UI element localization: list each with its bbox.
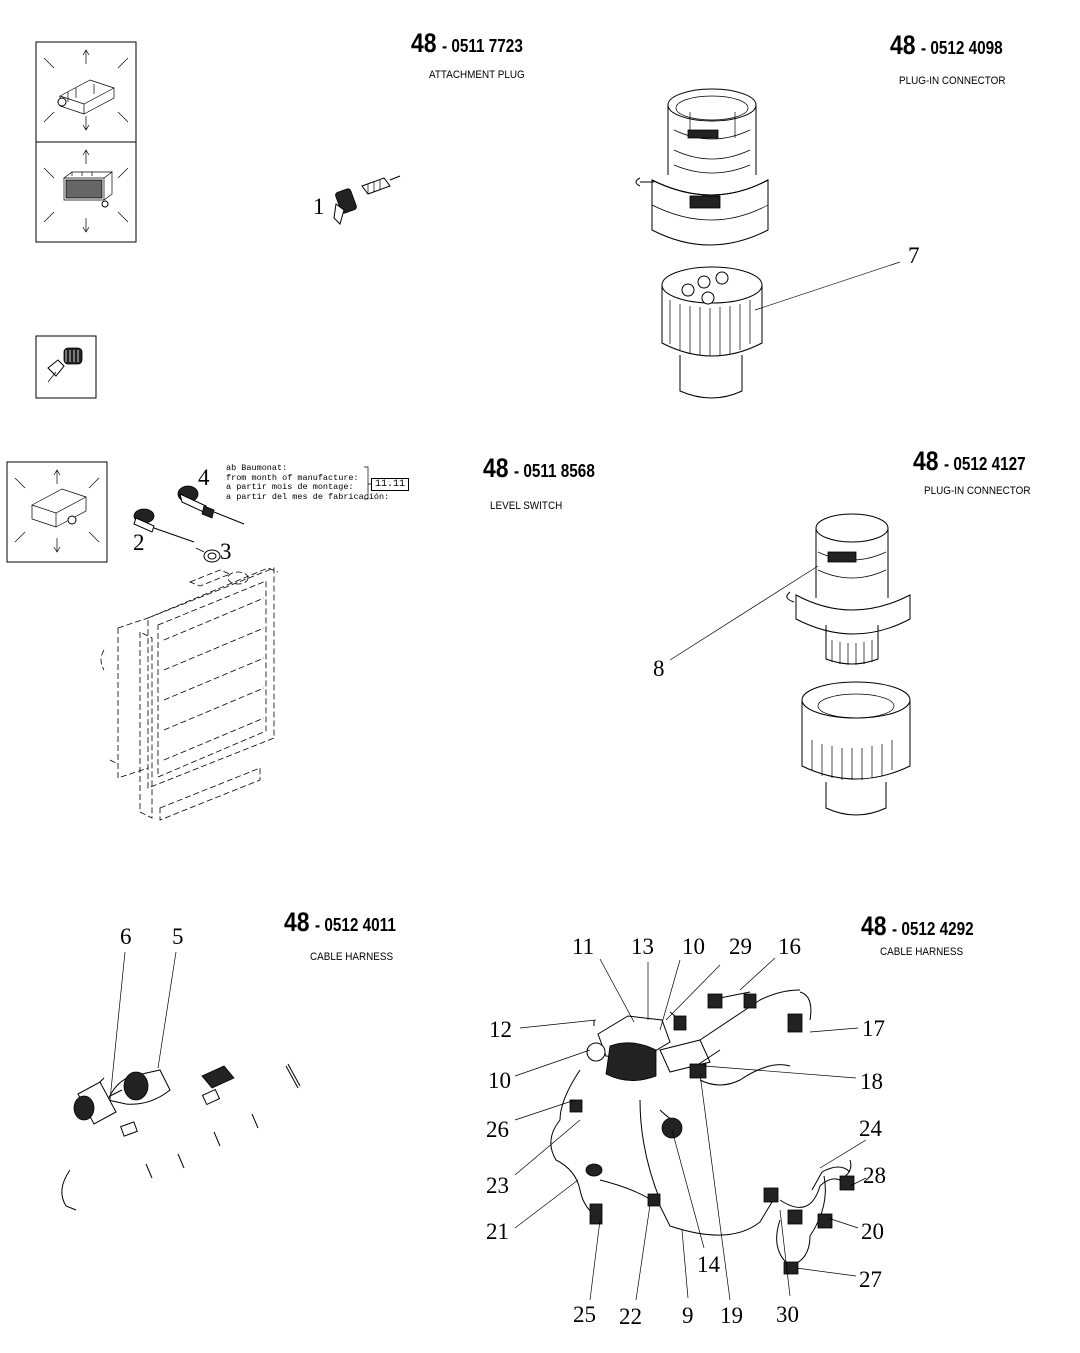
callout-18: 18 <box>860 1069 883 1094</box>
section-title: CABLE HARNESS <box>880 946 964 958</box>
callout-23: 23 <box>486 1173 509 1198</box>
level-switch-parts-drawing <box>133 485 245 563</box>
section-part-number: - 0511 7723 <box>441 36 523 56</box>
section-header-cable-harness-1: 48 - 0512 4011 <box>284 907 410 938</box>
section-header-attachment-plug: 48 - 0511 7723 <box>411 28 537 59</box>
section-header-level-switch: 48 - 0511 8568 <box>483 453 609 484</box>
level-switch-thumbnail <box>6 461 108 563</box>
callout-3: 3 <box>220 539 232 564</box>
section-title: CABLE HARNESS <box>310 951 394 963</box>
section-part-number: - 0512 4127 <box>943 454 1026 474</box>
callout-8: 8 <box>653 656 665 681</box>
callout-25: 25 <box>573 1302 596 1327</box>
callout-10-left: 10 <box>488 1068 511 1093</box>
section-title: ATTACHMENT PLUG <box>429 69 525 81</box>
leader-lines <box>109 261 901 1301</box>
section-header-plug-in-connector-2: 48 - 0512 4127 <box>913 446 1040 477</box>
section-prefix: 48 <box>913 446 939 476</box>
callout-6: 6 <box>120 924 132 949</box>
section-prefix: 48 <box>483 453 509 483</box>
orientation-thumbnail-middle <box>35 141 137 243</box>
callout-2: 2 <box>133 530 145 555</box>
callout-9: 9 <box>682 1303 694 1328</box>
callout-27: 27 <box>859 1267 882 1292</box>
manufacture-date-note: ab Baumonat: from month of manufacture: … <box>226 463 390 502</box>
callout-13: 13 <box>631 934 654 959</box>
callout-11: 11 <box>572 934 595 959</box>
callout-16: 16 <box>778 934 801 959</box>
section-prefix: 48 <box>861 911 887 941</box>
plug-in-connector-7-drawing <box>635 88 769 399</box>
section-title: LEVEL SWITCH <box>490 500 563 512</box>
callout-26: 26 <box>486 1117 509 1142</box>
attachment-plug-thumbnail <box>35 335 97 399</box>
callout-12: 12 <box>489 1017 512 1042</box>
plug-in-connector-8-drawing <box>786 513 911 816</box>
attachment-plug-drawing <box>333 175 401 225</box>
callout-5: 5 <box>172 924 184 949</box>
callout-30: 30 <box>776 1302 799 1327</box>
callout-19: 19 <box>720 1303 743 1328</box>
radiator-drawing <box>100 567 279 821</box>
section-header-cable-harness-2: 48 - 0512 4292 <box>861 911 988 942</box>
section-prefix: 48 <box>890 30 916 60</box>
callout-1: 1 <box>313 194 325 219</box>
section-part-number: - 0512 4098 <box>920 38 1003 58</box>
callout-17: 17 <box>862 1016 885 1041</box>
callout-14: 14 <box>697 1252 720 1277</box>
callout-28: 28 <box>863 1163 886 1188</box>
section-prefix: 48 <box>411 28 437 58</box>
callout-22: 22 <box>619 1304 642 1329</box>
callout-4: 4 <box>198 465 210 490</box>
section-title: PLUG-IN CONNECTOR <box>899 75 1006 87</box>
section-part-number: - 0512 4011 <box>314 915 396 935</box>
section-title: PLUG-IN CONNECTOR <box>924 485 1031 497</box>
callout-29: 29 <box>729 934 752 959</box>
callout-10-top: 10 <box>682 934 705 959</box>
section-part-number: - 0511 8568 <box>513 461 595 481</box>
cable-harness-5-6-drawing <box>61 1043 301 1211</box>
callout-24: 24 <box>859 1116 882 1141</box>
section-prefix: 48 <box>284 907 310 937</box>
cable-harness-main-drawing <box>550 989 855 1275</box>
manufacture-date-box: 11.11 <box>371 478 410 491</box>
callout-21: 21 <box>486 1219 509 1244</box>
callout-20: 20 <box>861 1219 884 1244</box>
callout-7: 7 <box>908 243 920 268</box>
section-header-plug-in-connector-1: 48 - 0512 4098 <box>890 30 1017 61</box>
section-part-number: - 0512 4292 <box>891 919 974 939</box>
